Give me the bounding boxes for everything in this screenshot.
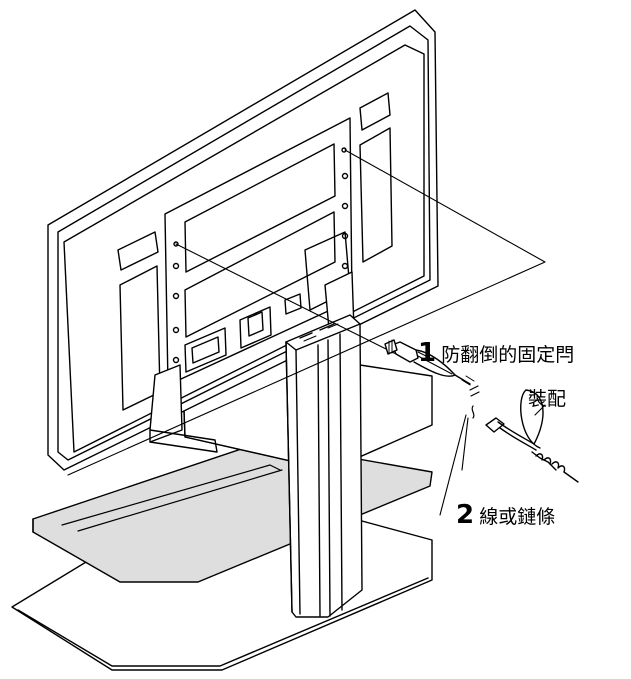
callout-label-anti-topple-bracket: 防翻倒的固定閂 xyxy=(441,344,575,366)
anti-topple-bracket xyxy=(384,339,456,377)
callout-label-assembly: 裝配 xyxy=(528,388,567,410)
callout-label-wire-or-chain: 線或鏈條 xyxy=(479,506,556,528)
callout-wire-or-chain: 2 線或鏈條 xyxy=(456,500,555,530)
callout-assembly: 裝配 xyxy=(528,384,566,411)
callout-anti-topple-bracket: 1 防翻倒的固定閂 xyxy=(418,338,574,368)
callout-number-2: 2 xyxy=(456,500,475,530)
callout-number-1: 1 xyxy=(418,338,437,368)
stand-pillar xyxy=(285,314,363,618)
wire-or-chain xyxy=(439,374,579,516)
guide-lines xyxy=(67,149,546,476)
leader-lines xyxy=(417,351,546,416)
